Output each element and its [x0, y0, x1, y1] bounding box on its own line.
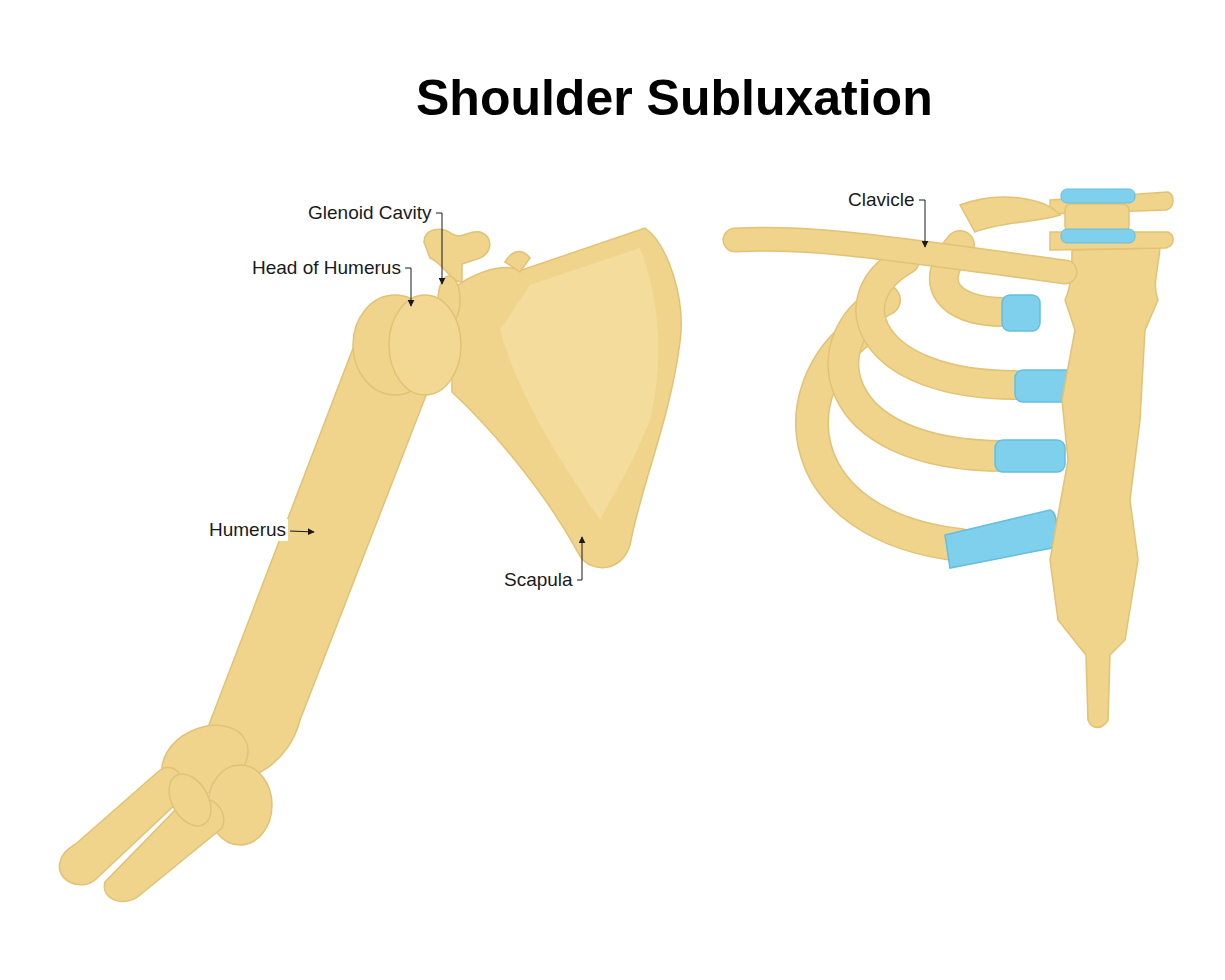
part-label: Glenoid Cavity [306, 202, 434, 224]
leader-line [919, 200, 925, 247]
cartilage [1002, 295, 1040, 331]
leader-line [577, 537, 582, 580]
part-label: Scapula [502, 569, 575, 591]
leader-line [436, 213, 442, 284]
sternum [1050, 248, 1160, 728]
humerus-head [389, 295, 461, 395]
cartilage [995, 440, 1065, 472]
ribs [812, 245, 1015, 545]
first-rib-head [960, 197, 1060, 232]
elbow-joint [160, 767, 219, 833]
thorax [735, 189, 1173, 728]
scapula [452, 228, 681, 568]
clavicle [735, 239, 1065, 272]
part-label: Humerus [207, 519, 288, 541]
vertebra-body [1065, 204, 1129, 232]
title: Shoulder Subluxation [416, 69, 933, 127]
part-label: Head of Humerus [250, 257, 403, 279]
leader-line [405, 268, 411, 306]
intervertebral-disc [1061, 189, 1135, 203]
leader-line [290, 531, 314, 532]
intervertebral-disc [1061, 229, 1135, 243]
scapula-highlight [500, 248, 658, 520]
cartilage [945, 510, 1057, 568]
acromion [424, 229, 490, 282]
scapula-notch [505, 252, 530, 272]
clavicle-outline [735, 239, 1065, 272]
part-label: Clavicle [846, 189, 917, 211]
arm-bones [59, 228, 681, 901]
